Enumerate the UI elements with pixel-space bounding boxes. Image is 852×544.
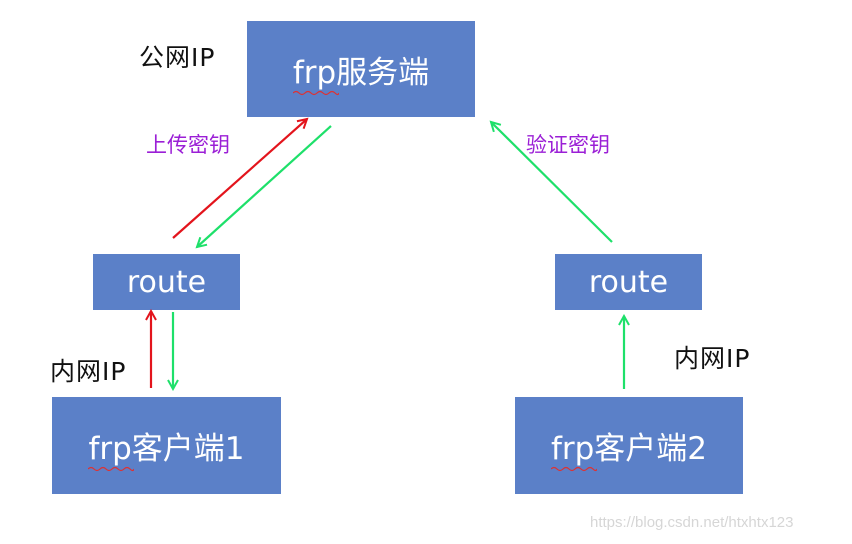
frp-server-node: frp服务端 [247, 21, 475, 117]
upload-key-note: 上传密钥 [146, 133, 230, 157]
spellcheck-underline-icon [88, 466, 135, 472]
route-right-node: route [555, 254, 702, 310]
arrow-server-to-route-left [197, 125, 332, 247]
frp-client2-node: frp客户端2 [515, 397, 743, 494]
frp-client1-node: frp客户端1 [52, 397, 281, 494]
private-ip-left-label: 内网IP [50, 357, 127, 386]
route-left-node: route [93, 254, 240, 310]
frp-server-label: frp服务端 [292, 54, 430, 91]
spellcheck-underline-icon [550, 466, 597, 472]
frp-client1-label: frp客户端1 [88, 431, 245, 467]
arrow-verify-key [491, 122, 613, 243]
verify-key-note: 验证密钥 [526, 133, 610, 157]
route-left-label: route [126, 264, 207, 300]
watermark: https://blog.csdn.net/htxhtx123 [590, 514, 794, 531]
frp-client2-label: frp客户端2 [550, 431, 708, 467]
route-right-label: route [588, 264, 669, 300]
spellcheck-underline-icon [292, 90, 339, 95]
arrow-upload-key [172, 119, 307, 239]
private-ip-right-label: 内网IP [674, 344, 751, 373]
public-ip-label: 公网IP [139, 43, 216, 72]
